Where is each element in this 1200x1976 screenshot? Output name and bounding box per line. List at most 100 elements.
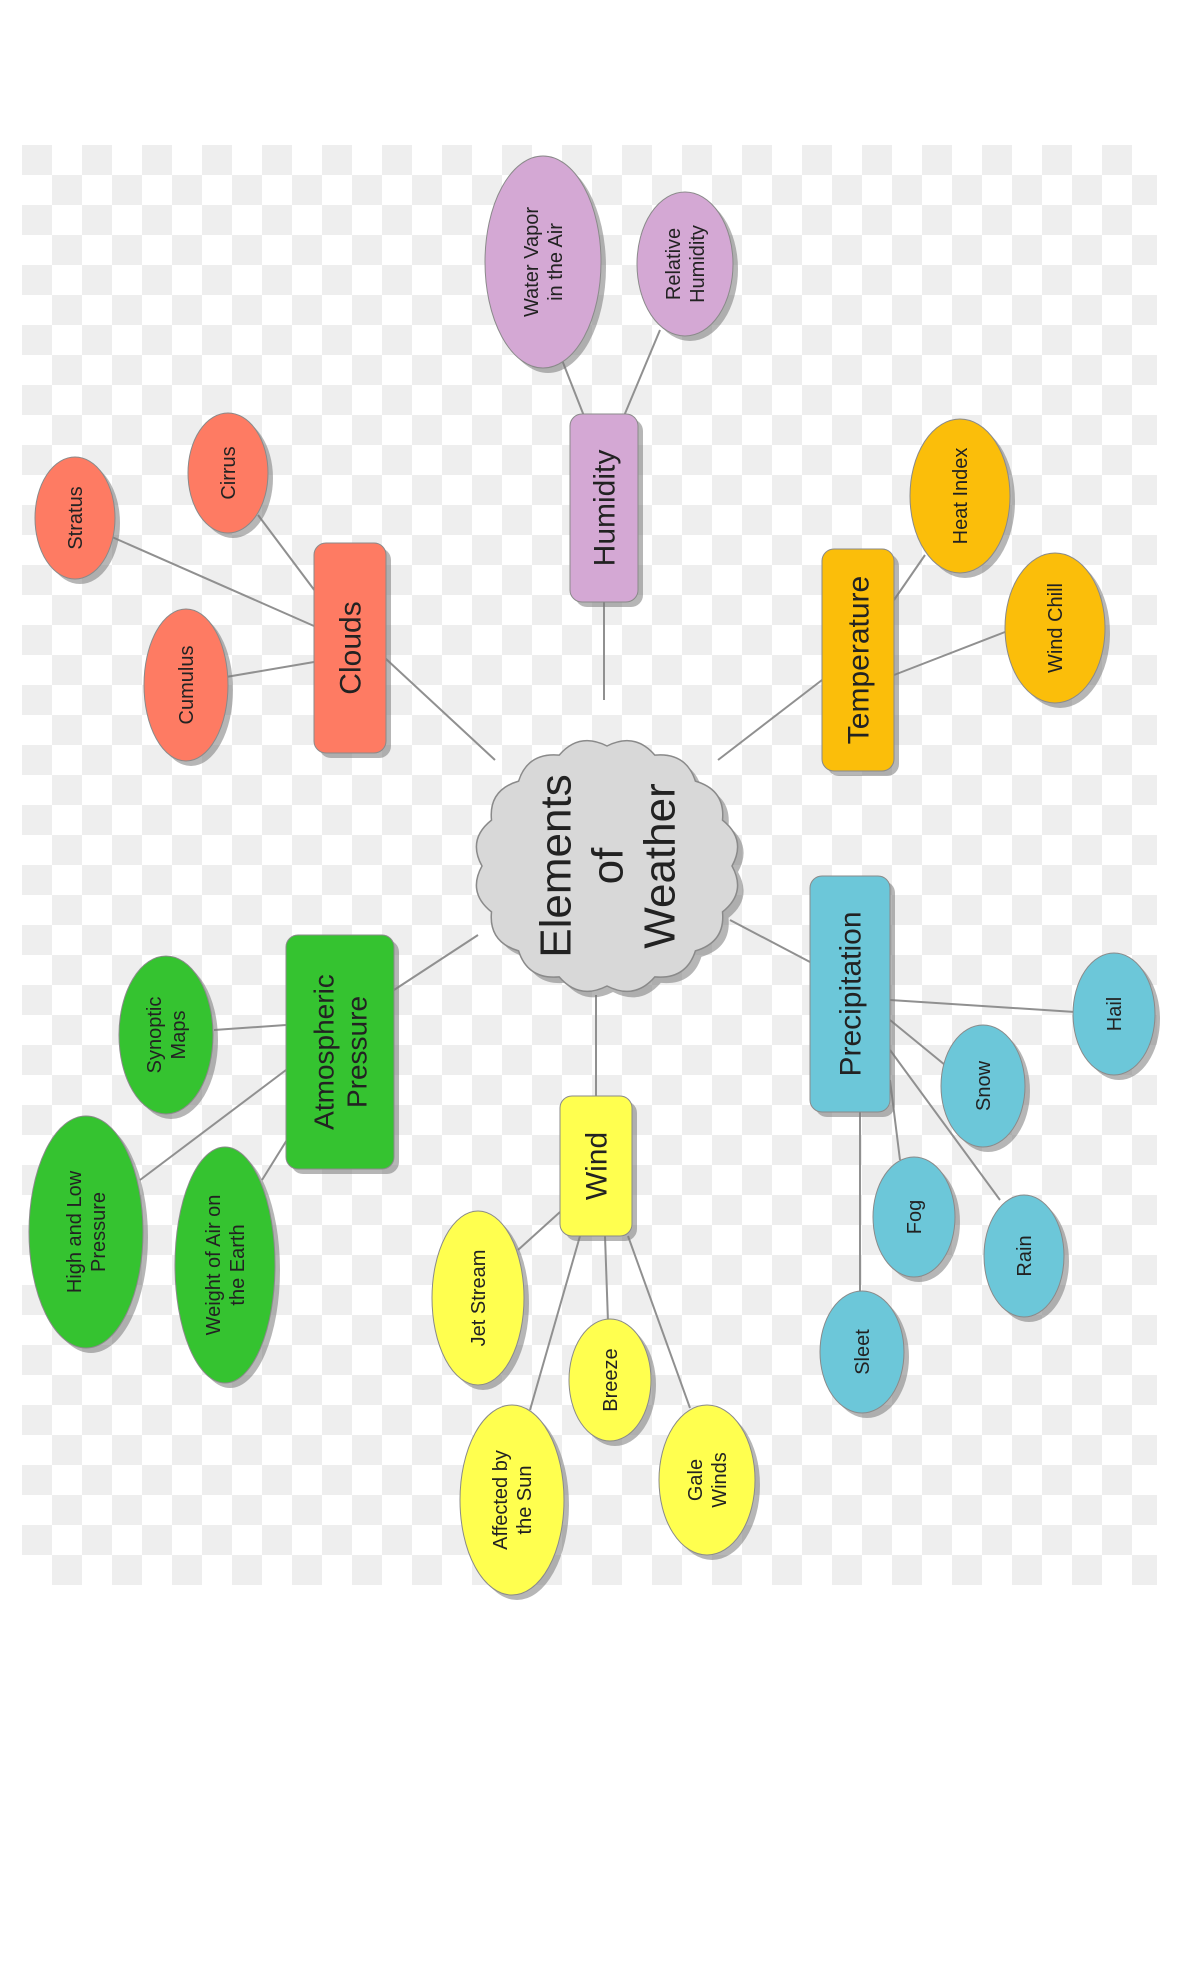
- cirrus-label-line: Cirrus: [218, 446, 240, 499]
- high-low-pressure-node: High and LowPressure: [28, 1115, 148, 1353]
- humidity-box: [569, 413, 639, 603]
- hail-node: Hail: [1072, 952, 1160, 1080]
- wind-label: Wind: [581, 1132, 614, 1200]
- stratus-label-line: Stratus: [65, 486, 87, 549]
- synoptic-maps-ellipse: [118, 955, 214, 1115]
- sleet-node: Sleet: [819, 1290, 909, 1418]
- central-label-line: Weather: [635, 783, 684, 949]
- cumulus-connector: [225, 661, 315, 678]
- high-low-pressure-ellipse: [28, 1115, 144, 1349]
- atmospheric-pressure-connector: [393, 934, 479, 991]
- sleet-label: Sleet: [852, 1329, 874, 1375]
- precipitation-node: Precipitation: [809, 875, 895, 1117]
- clouds-box: [313, 542, 387, 754]
- water-vapor-label: Water Vaporin the Air: [521, 207, 567, 317]
- cumulus-ellipse: [143, 608, 229, 762]
- cumulus-label-line: Cumulus: [176, 646, 198, 725]
- wind-node: Wind: [559, 1095, 637, 1241]
- water-vapor-label-line: in the Air: [545, 223, 567, 301]
- stratus-node: Stratus: [34, 456, 120, 584]
- relative-humidity-connector: [623, 329, 661, 417]
- temperature-label: Temperature: [843, 576, 876, 744]
- clouds-connector: [384, 657, 496, 761]
- cirrus-node: Cirrus: [187, 412, 273, 538]
- breeze-connector: [604, 1235, 609, 1323]
- rain-node: Rain: [983, 1194, 1069, 1322]
- hail-label-line: Hail: [1104, 997, 1126, 1031]
- gale-winds-connector: [627, 1235, 691, 1409]
- high-low-pressure-label-line: High and Low: [64, 1170, 86, 1293]
- fog-label-line: Fog: [904, 1200, 926, 1234]
- precipitation-box: [809, 875, 891, 1113]
- snow-label: Snow: [973, 1060, 995, 1111]
- synoptic-maps-label-line: Synoptic: [144, 997, 166, 1074]
- breeze-label-line: Breeze: [600, 1348, 622, 1411]
- stratus-connector: [111, 536, 315, 627]
- wind-chill-connector: [893, 631, 1006, 676]
- affected-by-sun-label-line: Affected by: [490, 1450, 512, 1550]
- jet-stream-label-line: Jet Stream: [468, 1250, 490, 1347]
- central-cloud-shape: [475, 739, 739, 993]
- snow-label-line: Snow: [973, 1060, 995, 1111]
- wind-chill-label: Wind Chill: [1045, 583, 1067, 673]
- central-node: ElementsofWeather: [475, 739, 744, 998]
- wind-box: [559, 1095, 633, 1237]
- wind-chill-node: Wind Chill: [1004, 552, 1110, 708]
- atmospheric-pressure-label-line: Pressure: [341, 996, 372, 1108]
- temperature-connector: [717, 679, 823, 761]
- weight-of-air-ellipse: [174, 1146, 276, 1384]
- temperature-node: Temperature: [821, 548, 899, 776]
- synoptic-maps-label: SynopticMaps: [144, 997, 190, 1074]
- clouds-label-line: Clouds: [335, 601, 368, 694]
- heat-index-label: Heat Index: [950, 448, 972, 545]
- high-low-pressure-label: High and LowPressure: [64, 1170, 110, 1293]
- hail-ellipse: [1072, 952, 1156, 1076]
- connector-lines: [111, 329, 1076, 1411]
- wind-label-line: Wind: [581, 1132, 614, 1200]
- temperature-box: [821, 548, 895, 772]
- humidity-node: Humidity: [569, 413, 643, 607]
- stratus-ellipse: [34, 456, 116, 580]
- jet-stream-ellipse: [431, 1210, 525, 1386]
- affected-by-sun-connector: [529, 1235, 581, 1411]
- stratus-label: Stratus: [65, 486, 87, 549]
- humidity-label-line: Humidity: [589, 450, 622, 567]
- central-label: ElementsofWeather: [532, 774, 685, 957]
- breeze-node: Breeze: [568, 1318, 656, 1446]
- hail-label: Hail: [1104, 997, 1126, 1031]
- atmospheric-pressure-label-line: Atmospheric: [308, 974, 339, 1130]
- rain-label-line: Rain: [1014, 1235, 1036, 1276]
- cirrus-label: Cirrus: [218, 446, 240, 499]
- heat-index-connector: [893, 554, 926, 601]
- relative-humidity-node: RelativeHumidity: [636, 191, 738, 341]
- wind-chill-ellipse: [1004, 552, 1106, 704]
- affected-by-sun-label-line: the Sun: [514, 1466, 536, 1535]
- clouds-node: Clouds: [313, 542, 391, 758]
- central-label-line: of: [583, 847, 632, 884]
- gale-winds-label-line: Winds: [709, 1452, 731, 1508]
- affected-by-sun-node: Affected bythe Sun: [459, 1404, 569, 1600]
- weight-of-air-label-line: the Earth: [227, 1224, 249, 1305]
- snow-node: Snow: [940, 1024, 1030, 1152]
- wind-chill-label-line: Wind Chill: [1045, 583, 1067, 673]
- cirrus-ellipse: [187, 412, 269, 534]
- rain-connector: [889, 1049, 1001, 1201]
- rain-ellipse: [983, 1194, 1065, 1318]
- relative-humidity-label-line: Humidity: [687, 225, 709, 303]
- sleet-ellipse: [819, 1290, 905, 1414]
- weight-of-air-label-line: Weight of Air on: [203, 1195, 225, 1336]
- heat-index-label-line: Heat Index: [950, 448, 972, 545]
- gale-winds-label: GaleWinds: [685, 1452, 731, 1508]
- high-low-pressure-label-line: Pressure: [88, 1192, 110, 1272]
- precipitation-connector: [729, 919, 811, 963]
- relative-humidity-label-line: Relative: [663, 228, 685, 300]
- fog-ellipse: [872, 1156, 956, 1278]
- heat-index-ellipse: [909, 418, 1011, 574]
- weight-of-air-node: Weight of Air onthe Earth: [174, 1146, 280, 1388]
- jet-stream-node: Jet Stream: [431, 1210, 529, 1390]
- high-low-pressure-connector: [139, 1069, 287, 1181]
- hail-connector: [889, 999, 1076, 1013]
- water-vapor-ellipse: [484, 155, 602, 369]
- sleet-label-line: Sleet: [852, 1329, 874, 1375]
